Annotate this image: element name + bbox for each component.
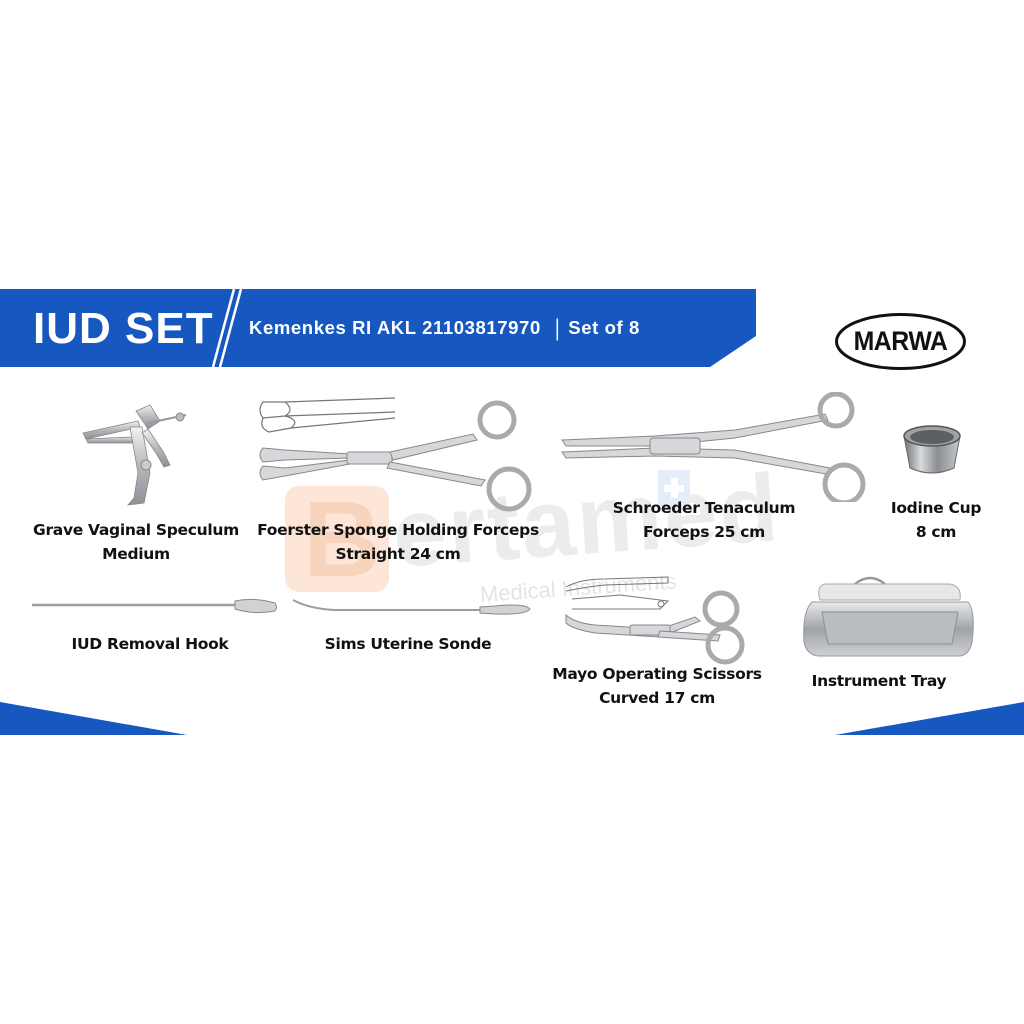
banner-subtitle: Kemenkes RI AKL 21103817970 | Set of 8 <box>249 314 640 341</box>
brand-logo-text: MARWA <box>853 326 948 356</box>
bottom-right-accent <box>835 702 1024 735</box>
sponge-forceps-image <box>259 397 532 512</box>
iodine-cup-image <box>903 425 961 474</box>
mayo-scissors-image <box>565 576 745 665</box>
instrument-tray-image <box>803 576 974 657</box>
tenaculum-image <box>561 392 866 502</box>
speculum-image <box>82 404 187 506</box>
registration-number: Kemenkes RI AKL 21103817970 <box>249 317 541 338</box>
removal-hook-image <box>32 598 277 614</box>
page-title: IUD SET <box>33 304 214 353</box>
item-label-instrument-tray: Instrument Tray <box>811 672 947 690</box>
item-label-removal-hook: IUD Removal Hook <box>71 635 229 653</box>
brand-logo: MARWA <box>835 313 966 370</box>
item-label-uterine-sonde: Sims Uterine Sonde <box>324 635 492 653</box>
bottom-left-accent <box>0 702 187 735</box>
uterine-sonde-image <box>292 599 531 615</box>
separator: | <box>554 314 561 341</box>
set-count: Set of 8 <box>568 317 640 338</box>
